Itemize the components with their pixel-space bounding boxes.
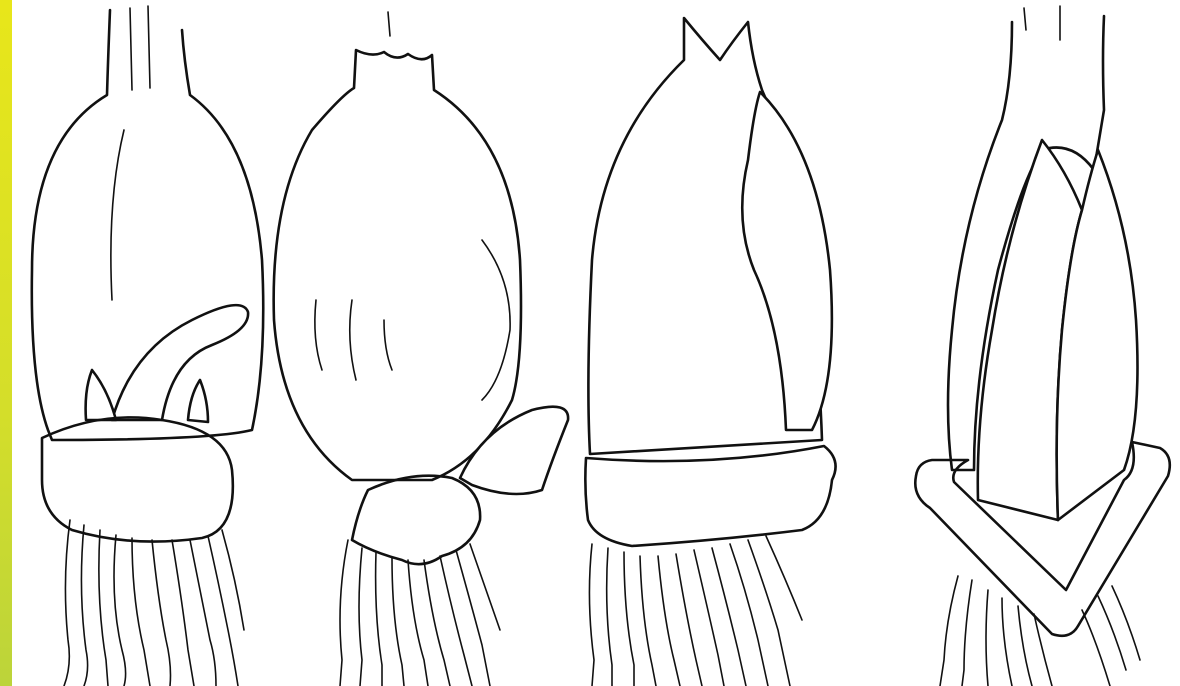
illustration-canvas xyxy=(12,0,1180,686)
panel-4-bulb xyxy=(915,6,1170,686)
panel-2-bulb xyxy=(274,12,568,686)
panel-4-roots xyxy=(940,576,1140,686)
panel-3-bulb xyxy=(585,18,835,686)
bulb-illustration xyxy=(12,0,1180,686)
panel-3-roots xyxy=(589,536,802,686)
panel-1-bulb xyxy=(32,6,263,686)
panel-1-roots xyxy=(64,520,244,686)
panel-2-roots xyxy=(340,540,500,686)
